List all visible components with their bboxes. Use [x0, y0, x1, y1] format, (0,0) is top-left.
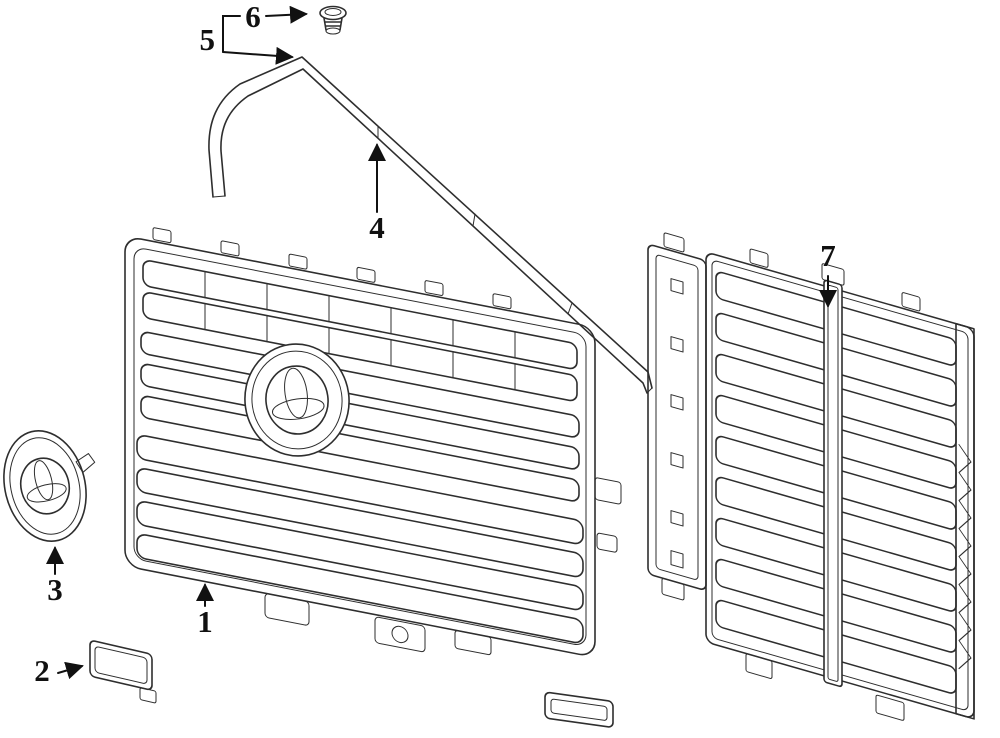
callout-5-arrow — [222, 46, 294, 65]
callouts: 1 2 3 4 5 6 7 — [34, 0, 837, 688]
shutter-assembly-drawing — [705, 248, 975, 721]
callout-5[interactable]: 5 — [200, 15, 294, 65]
grille-assembly-drawing — [124, 227, 622, 656]
shutter-side-frame-drawing — [647, 232, 707, 601]
callout-6-arrow — [265, 5, 308, 24]
callout-2-label[interactable]: 2 — [34, 653, 50, 688]
shutter-center-bar — [823, 279, 843, 688]
emblem-drawing — [3, 430, 96, 542]
callout-7[interactable]: 7 — [819, 238, 837, 308]
callout-6-label[interactable]: 6 — [245, 0, 261, 34]
shutter-end-plate — [955, 322, 975, 720]
lower-bracket-drawing — [544, 691, 614, 728]
callout-1[interactable]: 1 — [196, 583, 214, 639]
molding-joints — [377, 125, 573, 315]
callout-4[interactable]: 4 — [368, 143, 386, 245]
grille-frame-inner — [133, 248, 587, 646]
clip-drawing — [319, 5, 347, 35]
callout-7-label[interactable]: 7 — [820, 238, 836, 273]
cover-drawing — [89, 640, 157, 704]
grille-upper-mesh — [142, 260, 578, 402]
callout-4-label[interactable]: 4 — [369, 210, 385, 245]
callout-5-bracket — [222, 15, 241, 53]
callout-2[interactable]: 2 — [34, 653, 84, 688]
callout-5-label[interactable]: 5 — [200, 22, 216, 57]
callout-1-label[interactable]: 1 — [197, 604, 213, 639]
callout-3-label[interactable]: 3 — [47, 572, 63, 607]
grille-frame — [124, 237, 596, 656]
molding-inner-edge — [220, 68, 648, 394]
grille-emblem-drawing — [244, 343, 350, 457]
grille-top-clips — [152, 227, 512, 310]
grille-brackets — [264, 477, 622, 656]
molding-outer-edge — [208, 56, 653, 389]
callout-2-arrow — [57, 661, 84, 680]
grille-middle-slats — [140, 331, 580, 502]
shutter-tabs — [745, 248, 921, 721]
callout-6[interactable]: 6 — [245, 0, 308, 34]
grille-lower-slats — [136, 435, 584, 644]
callout-3[interactable]: 3 — [46, 546, 64, 607]
